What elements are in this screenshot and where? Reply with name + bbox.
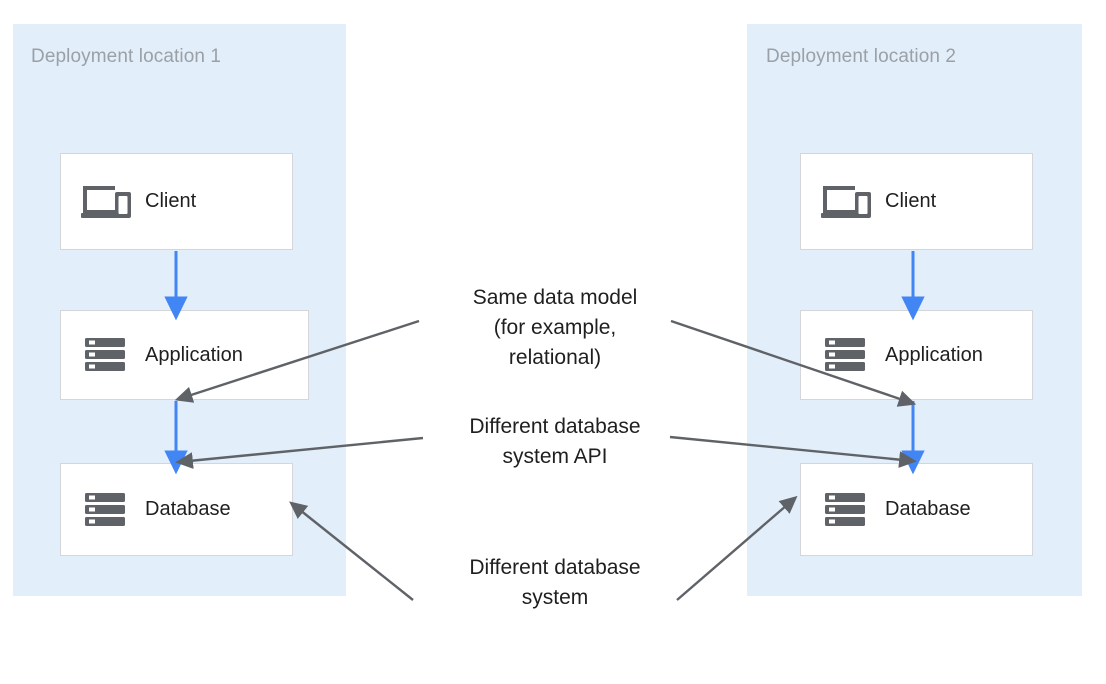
annotation-same-data-model: Same data model (for example, relational… [472,286,638,369]
server-stack-icon [817,327,873,383]
node-database-location-1[interactable]: Database [60,463,293,556]
server-stack-icon [77,327,133,383]
node-label: Application [145,343,243,366]
server-stack-icon [77,482,133,538]
devices-icon [817,174,873,230]
deployment-location-1-label: Deployment location 1 [31,46,222,67]
node-client-location-1[interactable]: Client [60,153,293,250]
node-label: Database [145,498,231,520]
node-database-location-2[interactable]: Database [800,463,1033,556]
server-stack-icon [817,482,873,538]
devices-icon [77,174,133,230]
deployment-location-2-label: Deployment location 2 [766,46,957,67]
node-client-location-2[interactable]: Client [800,153,1033,250]
node-label: Client [885,190,937,212]
node-label: Client [145,190,197,212]
node-label: Database [885,498,971,520]
node-application-location-1[interactable]: Application [60,310,309,400]
node-label: Application [885,343,983,366]
annotation-different-database-system-api: Different database system API [469,415,641,468]
node-application-location-2[interactable]: Application [800,310,1033,400]
annotation-different-database-system: Different database system [469,556,641,609]
